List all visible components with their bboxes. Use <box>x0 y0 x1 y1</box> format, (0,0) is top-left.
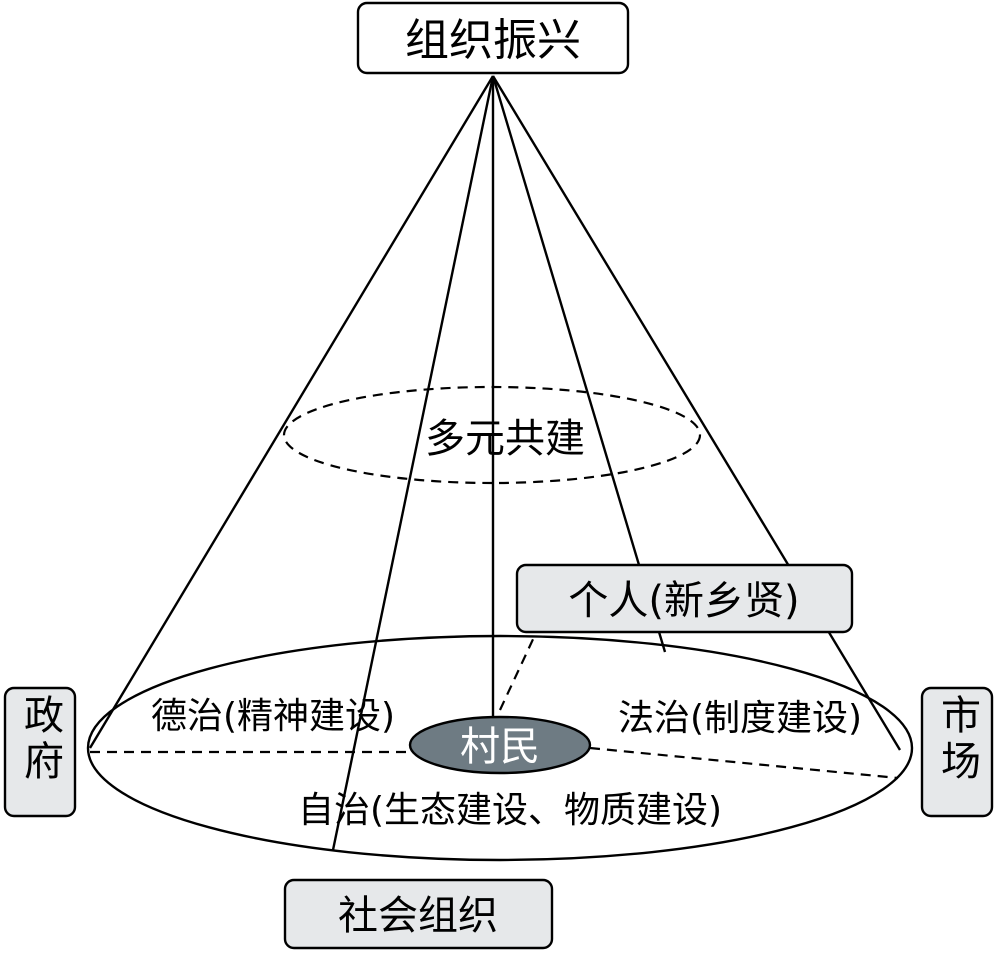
society-box <box>283 878 554 950</box>
cone-line-left <box>88 75 495 749</box>
divider-right <box>589 746 899 780</box>
middle-dashed-ellipse <box>282 385 702 485</box>
cone-line-individual <box>491 75 667 653</box>
cone-line-society <box>331 75 495 851</box>
base-ellipse <box>86 634 914 862</box>
core-label: 村民 <box>460 724 540 770</box>
middle-label: 多元共建 <box>425 416 585 462</box>
cone-lines <box>88 75 902 851</box>
top-box <box>356 1 630 75</box>
zone-self-label: 自治(生态建设、物质建设) <box>298 790 722 831</box>
divider-up <box>499 634 536 711</box>
cone-line-right <box>491 75 902 751</box>
society-label: 社会组织 <box>338 893 498 939</box>
base-dividers <box>90 634 899 780</box>
market-label: 市场 <box>934 694 980 786</box>
individual-box <box>515 563 854 634</box>
top-label: 组织振兴 <box>405 15 581 66</box>
government-label: 政府 <box>17 694 63 786</box>
zone-moral-label: 德治(精神建设) <box>151 696 395 737</box>
government-box <box>3 686 77 818</box>
zone-law-label: 法治(制度建设) <box>618 698 862 739</box>
market-box <box>920 686 994 818</box>
core-ellipse <box>408 715 592 775</box>
individual-label: 个人(新乡贤) <box>568 578 799 624</box>
